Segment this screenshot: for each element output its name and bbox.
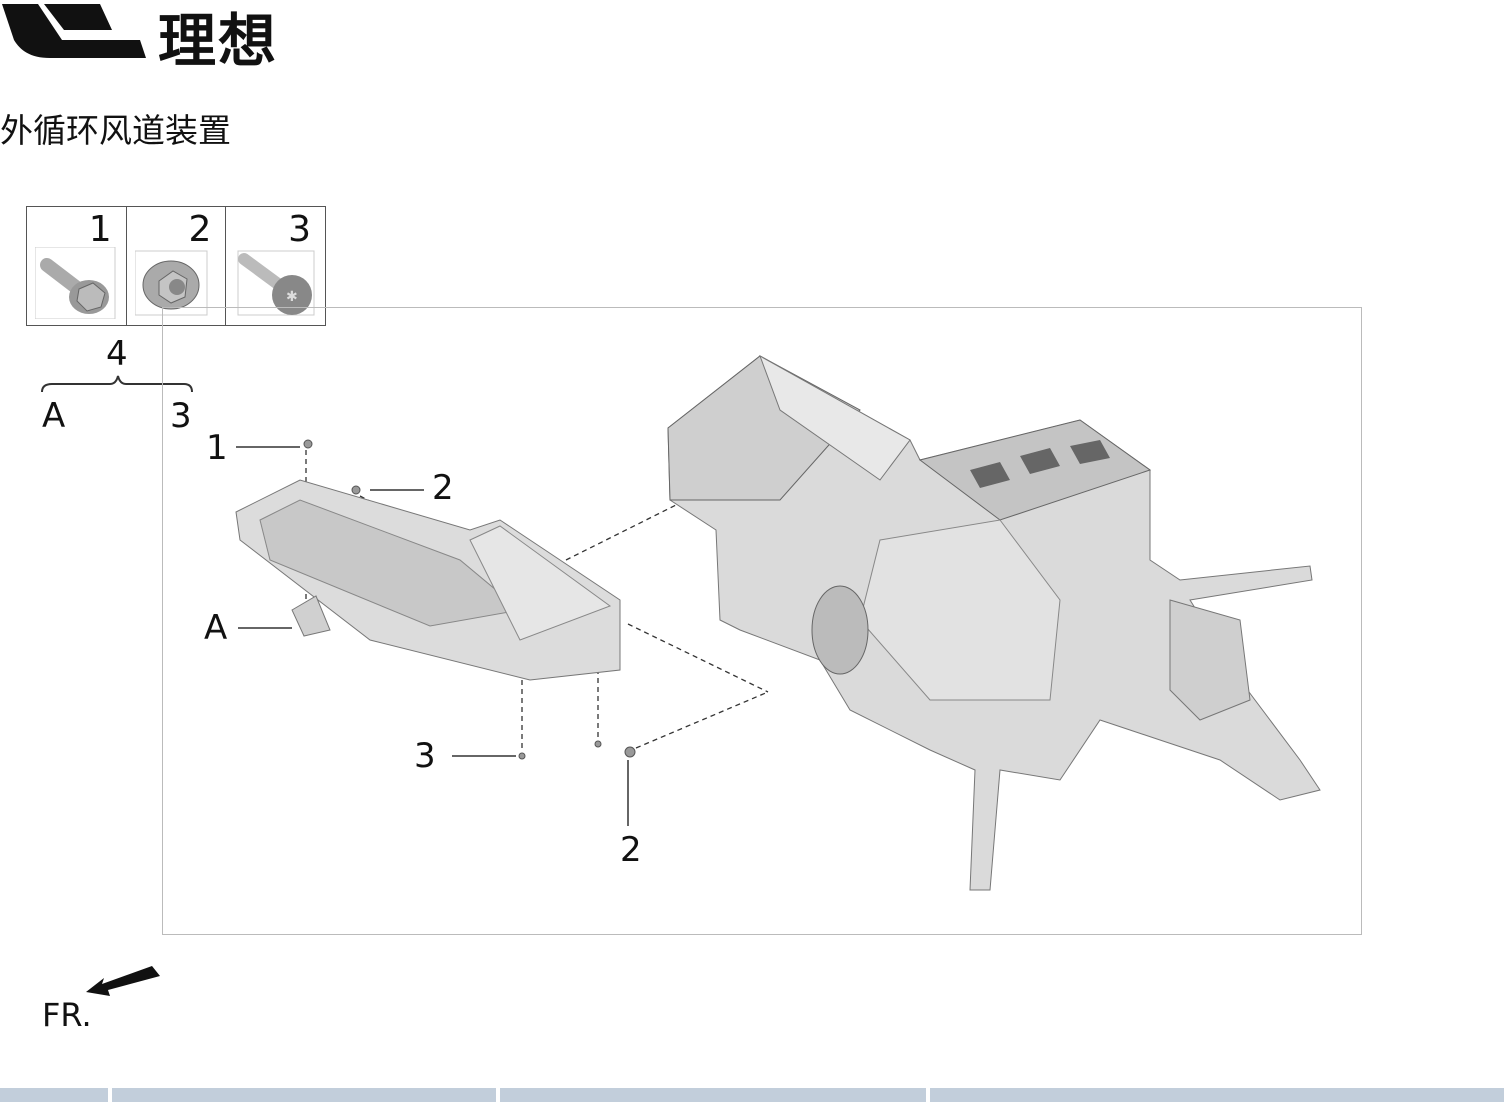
table-header-bar (0, 1088, 1504, 1102)
part-cell-2: 2 (127, 207, 227, 325)
fasteners (303, 439, 636, 760)
fastener-legend-table: 1 2 3 ✱ (26, 206, 326, 326)
part-number: 3 (288, 209, 312, 250)
group-number-label: 4 (106, 334, 128, 374)
table-header-cell (930, 1088, 1504, 1102)
callout-1: 1 (206, 428, 228, 468)
callout-2-top: 2 (432, 468, 454, 508)
part-cell-1: 1 (27, 207, 127, 325)
legend-left-label: A (42, 396, 66, 436)
hvac-unit-part (667, 354, 1321, 891)
page-title: 外循环风道装置 (0, 111, 231, 150)
duct-part (235, 479, 621, 681)
callout-2-bottom: 2 (620, 830, 642, 870)
table-header-cell (500, 1088, 926, 1102)
flange-nut-icon (134, 250, 208, 316)
front-direction-label: FR. (42, 996, 92, 1034)
callout-3: 3 (414, 736, 436, 776)
part-number: 1 (88, 209, 112, 250)
li-auto-logo (2, 4, 146, 58)
leader-lines (236, 446, 629, 826)
orientation-arrow-icon (86, 966, 160, 996)
part-number: 2 (188, 209, 212, 250)
callout-a: A (204, 608, 228, 648)
table-header-cell (0, 1088, 108, 1102)
diagram-frame (162, 307, 1362, 935)
table-header-cell (112, 1088, 496, 1102)
brace-icon (41, 375, 193, 393)
torx-screw-icon: ✱ (237, 250, 315, 316)
brand-name: 理想 (158, 7, 279, 75)
svg-text:✱: ✱ (286, 289, 298, 305)
flange-bolt-icon (35, 247, 116, 319)
legend-right-label: 3 (170, 396, 192, 436)
part-cell-3: 3 ✱ (226, 207, 325, 325)
